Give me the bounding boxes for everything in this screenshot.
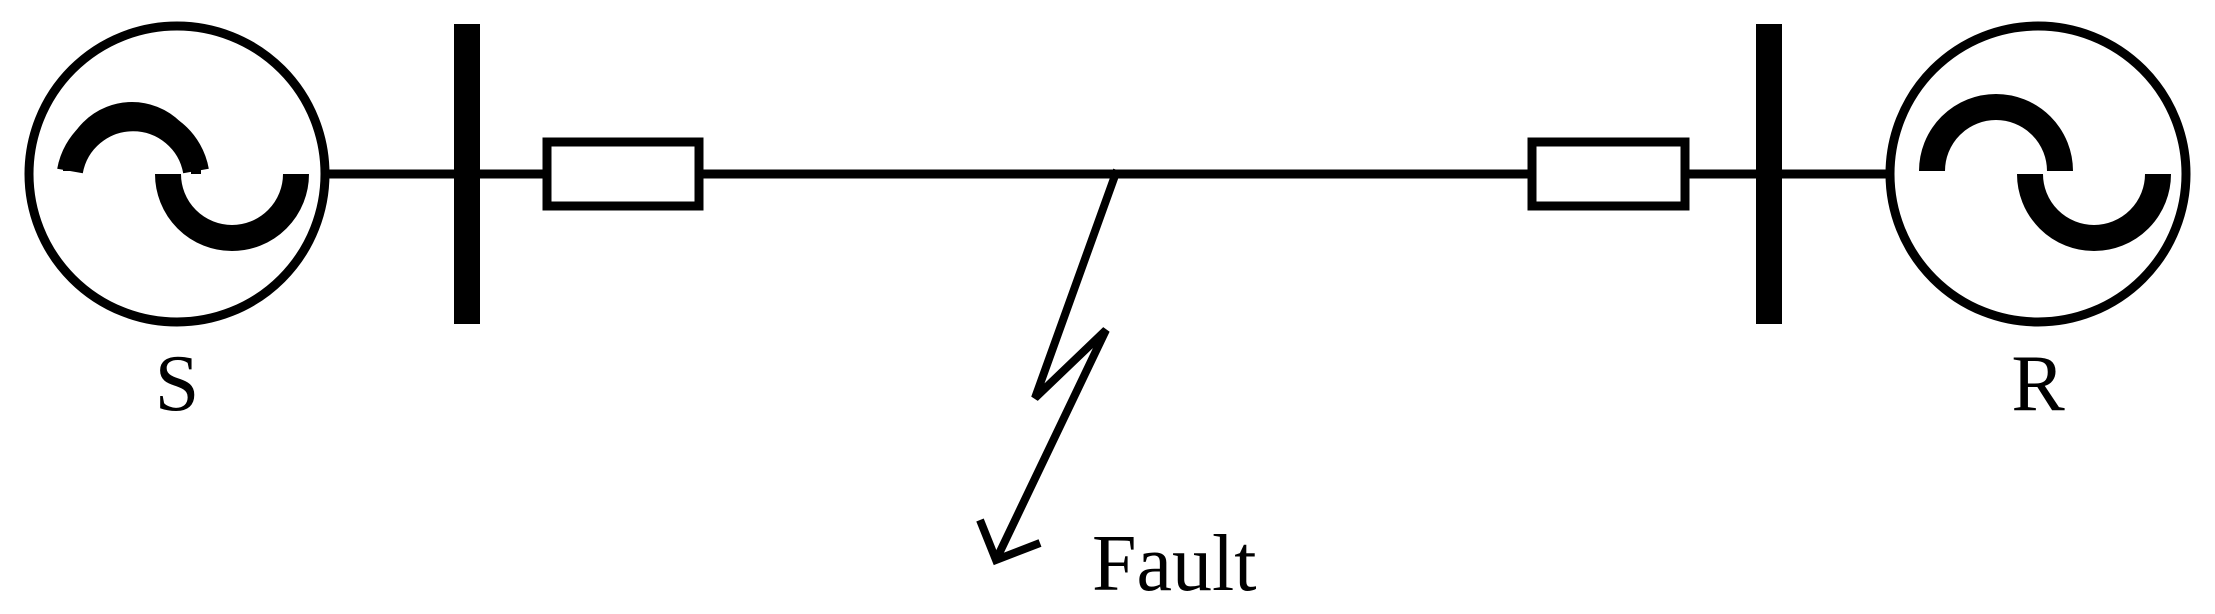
receiving-generator-circle <box>1885 21 2191 327</box>
receiving-label: R <box>2011 340 2065 428</box>
source-label: S <box>155 340 200 428</box>
line-impedance-s-side <box>542 137 704 211</box>
source-generator-s <box>24 21 330 327</box>
fault-label: Fault <box>1092 520 1256 608</box>
source-generator-sine-icon <box>57 102 309 251</box>
fault-lightning-arrow-icon <box>976 168 1121 566</box>
line-impedance-r-side <box>1527 137 1690 211</box>
busbar-r <box>1756 24 1782 324</box>
receiving-generator-sine-icon <box>1919 94 2171 251</box>
busbar-s <box>454 24 480 324</box>
receiving-generator-r <box>1885 21 2191 327</box>
